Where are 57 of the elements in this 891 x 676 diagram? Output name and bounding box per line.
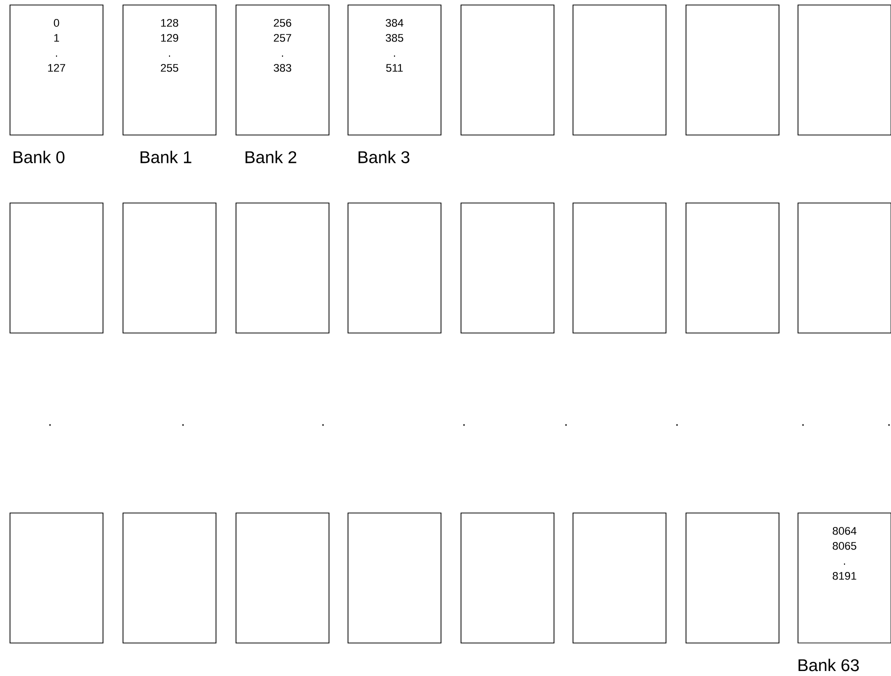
empty-bank-box <box>348 512 442 644</box>
bank-label: Bank 2 <box>246 150 296 164</box>
node-label: 1 <box>54 34 60 42</box>
empty-bank-box <box>572 512 666 644</box>
bank-label: Bank 63 <box>798 658 859 672</box>
empty-bank-box <box>122 202 216 334</box>
node-label: . <box>56 55 58 57</box>
empty-bank-box <box>10 512 104 644</box>
empty-bank-box <box>460 512 554 644</box>
empty-bank-box <box>686 202 780 334</box>
empty-bank-box <box>236 512 330 644</box>
ellipsis-dot: . <box>463 424 465 426</box>
node-label: 8191 <box>832 572 856 580</box>
bank-label: Bank 3 <box>358 150 410 164</box>
empty-bank-box <box>460 202 554 334</box>
ellipsis-dot: . <box>182 424 184 426</box>
empty-bank-box <box>122 512 216 644</box>
ellipsis-dot: . <box>802 424 804 426</box>
node-label: 256 <box>274 19 292 27</box>
node-label: . <box>844 563 846 565</box>
empty-bank-box <box>572 202 666 334</box>
node-label: . <box>282 55 284 57</box>
node-label: 8065 <box>832 542 856 550</box>
node-label: 385 <box>386 34 404 42</box>
empty-bank-box <box>236 202 330 334</box>
node-label: 127 <box>48 64 66 72</box>
memory-bank-box: 256 257 . 383 <box>236 4 330 136</box>
node-label: 255 <box>160 64 178 72</box>
node-label: 257 <box>274 34 292 42</box>
empty-bank-box <box>798 4 891 136</box>
node-label: 129 <box>161 34 178 42</box>
empty-bank-box <box>10 202 104 334</box>
node-label: 0 <box>54 19 60 27</box>
empty-bank-box <box>686 512 780 644</box>
empty-bank-box <box>686 4 780 136</box>
memory-bank-box: 0 1 . 127 <box>10 4 104 136</box>
bank-label: Bank 0 <box>14 150 64 164</box>
memory-bank-box: 8064 8065 . 8191 <box>798 512 891 644</box>
ellipsis-dot: . <box>322 424 324 426</box>
empty-bank-box <box>460 4 554 136</box>
empty-bank-box <box>798 202 891 334</box>
node-label: . <box>168 55 170 57</box>
ellipsis-dot: . <box>565 424 567 426</box>
node-label: 128 <box>161 19 178 27</box>
ellipsis-dot: . <box>888 424 890 426</box>
bank-label: Bank 1 <box>140 150 192 164</box>
node-label: 383 <box>274 64 292 72</box>
empty-bank-box <box>572 4 666 136</box>
node-label: 384 <box>386 19 404 27</box>
node-label: 8064 <box>832 527 856 535</box>
node-label: 511 <box>386 64 403 72</box>
empty-bank-box <box>348 202 442 334</box>
node-label: . <box>394 55 396 57</box>
ellipsis-dot: . <box>676 424 678 426</box>
memory-bank-box: 384 385 . 511 <box>348 4 442 136</box>
memory-bank-box: 128 129 . 255 <box>122 4 216 136</box>
ellipsis-dot: . <box>49 424 51 426</box>
